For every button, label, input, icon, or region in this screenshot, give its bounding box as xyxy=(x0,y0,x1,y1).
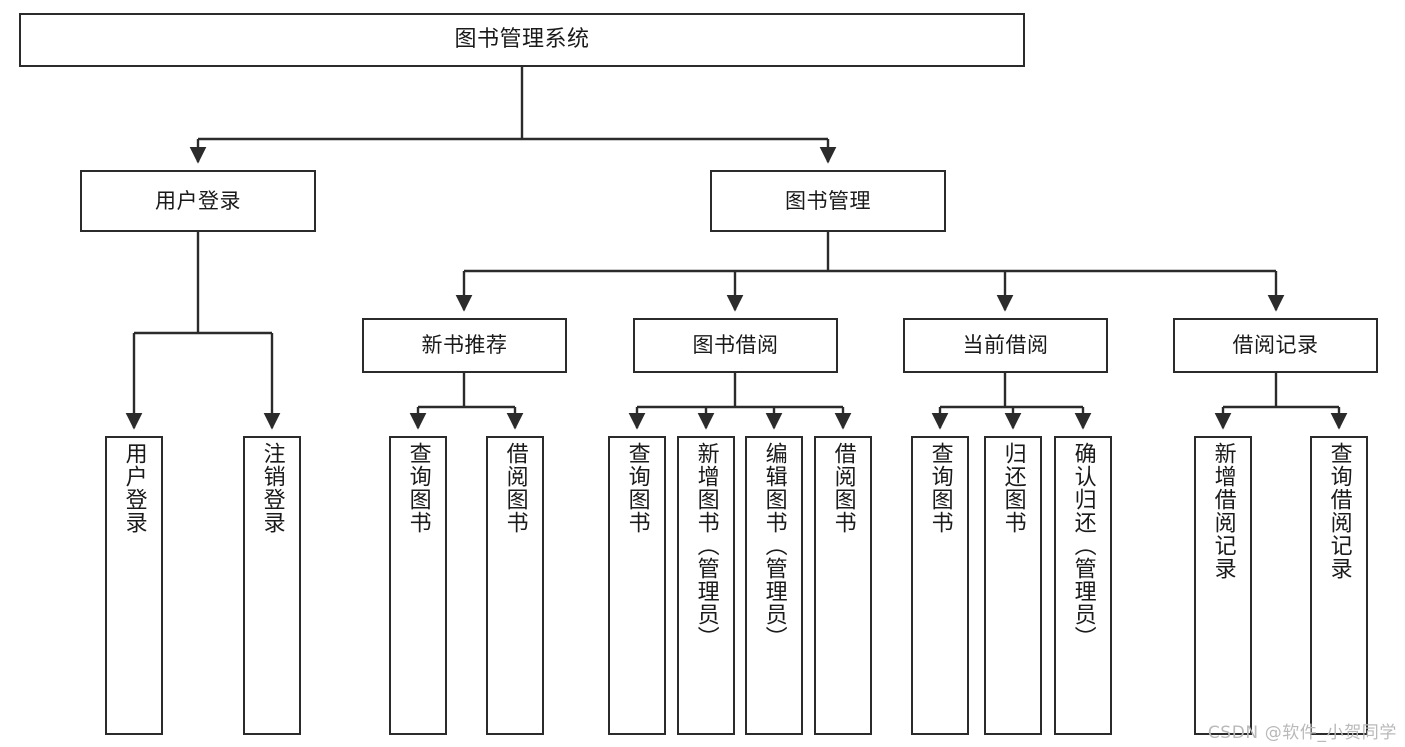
node-leaf-edit-book-admin[interactable]: 编辑图书（管理员） xyxy=(745,436,803,735)
node-current-borrow-label: 当前借阅 xyxy=(962,333,1049,358)
node-leaf-query-book-3-label: 查询图书 xyxy=(927,442,953,534)
node-book-management[interactable]: 图书管理 xyxy=(710,170,946,232)
node-book-borrow[interactable]: 图书借阅 xyxy=(633,318,838,373)
node-leaf-add-book-admin-label: 新增图书（管理员） xyxy=(693,442,719,649)
node-borrow-record[interactable]: 借阅记录 xyxy=(1173,318,1378,373)
node-user-login-label: 用户登录 xyxy=(155,188,241,213)
node-leaf-user-login[interactable]: 用户登录 xyxy=(105,436,163,735)
node-leaf-confirm-return-admin[interactable]: 确认归还（管理员） xyxy=(1054,436,1112,735)
node-leaf-query-book-3[interactable]: 查询图书 xyxy=(911,436,969,735)
node-leaf-return-book[interactable]: 归还图书 xyxy=(984,436,1042,735)
node-leaf-logout-login-label: 注销登录 xyxy=(259,442,285,534)
node-leaf-edit-book-admin-label: 编辑图书（管理员） xyxy=(761,442,787,649)
node-borrow-record-label: 借阅记录 xyxy=(1232,333,1319,358)
node-book-borrow-label: 图书借阅 xyxy=(692,333,779,358)
node-new-book-recommend[interactable]: 新书推荐 xyxy=(362,318,567,373)
node-current-borrow[interactable]: 当前借阅 xyxy=(903,318,1108,373)
node-leaf-query-borrow-record[interactable]: 查询借阅记录 xyxy=(1310,436,1368,735)
node-leaf-query-book-2-label: 查询图书 xyxy=(624,442,650,534)
node-leaf-query-book-2[interactable]: 查询图书 xyxy=(608,436,666,735)
node-book-management-label: 图书管理 xyxy=(785,188,871,213)
node-leaf-borrow-book-1-label: 借阅图书 xyxy=(502,442,528,534)
node-leaf-add-borrow-record[interactable]: 新增借阅记录 xyxy=(1194,436,1252,735)
node-leaf-query-book-1-label: 查询图书 xyxy=(405,442,431,534)
node-leaf-user-login-label: 用户登录 xyxy=(121,442,147,534)
node-new-book-recommend-label: 新书推荐 xyxy=(421,333,508,358)
node-leaf-confirm-return-admin-label: 确认归还（管理员） xyxy=(1070,442,1096,649)
node-leaf-add-borrow-record-label: 新增借阅记录 xyxy=(1210,442,1236,580)
node-user-login[interactable]: 用户登录 xyxy=(80,170,316,232)
node-leaf-return-book-label: 归还图书 xyxy=(1000,442,1026,534)
node-root-system[interactable]: 图书管理系统 xyxy=(19,13,1025,67)
node-leaf-add-book-admin[interactable]: 新增图书（管理员） xyxy=(677,436,735,735)
node-leaf-borrow-book-2[interactable]: 借阅图书 xyxy=(814,436,872,735)
node-leaf-borrow-book-1[interactable]: 借阅图书 xyxy=(486,436,544,735)
node-leaf-logout-login[interactable]: 注销登录 xyxy=(243,436,301,735)
node-leaf-borrow-book-2-label: 借阅图书 xyxy=(830,442,856,534)
node-leaf-query-borrow-record-label: 查询借阅记录 xyxy=(1326,442,1352,580)
node-root-label: 图书管理系统 xyxy=(454,27,590,53)
node-leaf-query-book-1[interactable]: 查询图书 xyxy=(389,436,447,735)
